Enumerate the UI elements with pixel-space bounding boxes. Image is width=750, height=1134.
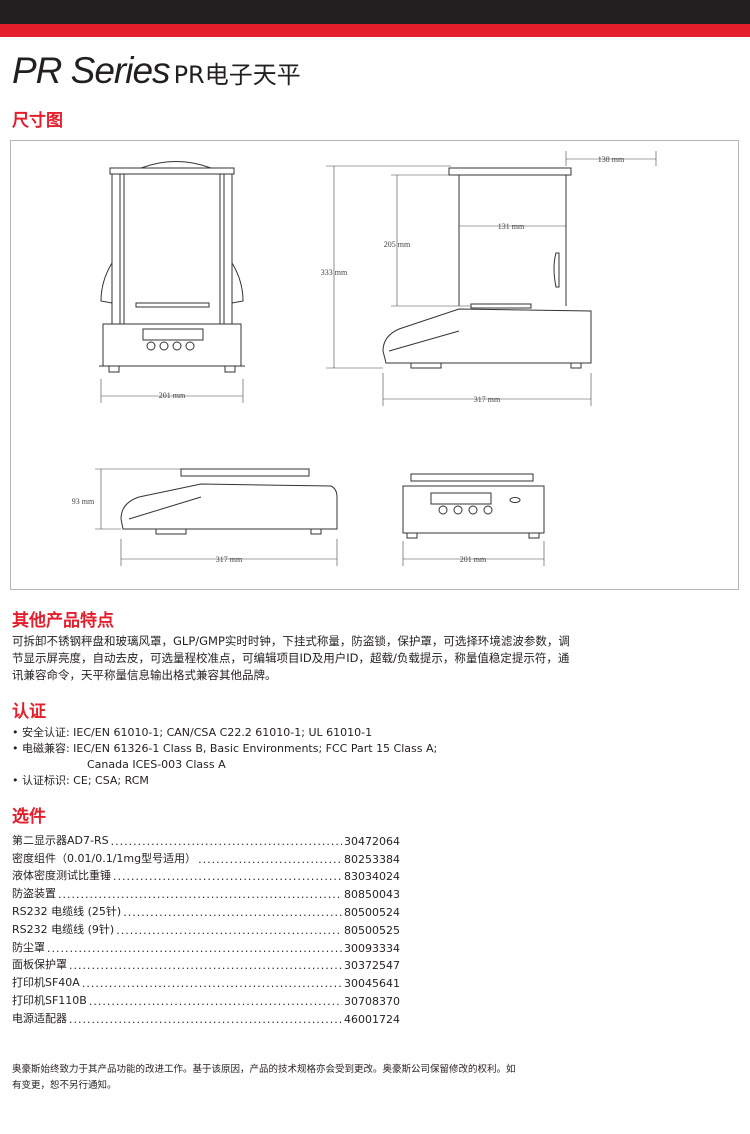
option-label: RS232 电缆线 (9针) [12, 922, 115, 936]
dimension-drawings: 201 mm 333 mm 205 mm 138 mm 131 mm 317 m… [10, 140, 739, 590]
dim-side-total-height: 333 mm [321, 268, 348, 277]
option-label: RS232 电缆线 (25针) [12, 904, 122, 918]
dim-side-depth: 317 mm [474, 395, 501, 404]
title-chinese: PR电子天平 [173, 61, 301, 89]
header-red-bar [0, 24, 750, 37]
option-number: 80850043 [344, 888, 400, 902]
list-item: 第二显示器AD7-RS 30472064 [12, 830, 400, 848]
leader-dots [69, 1013, 342, 1026]
cert-marks: • 认证标识: CE; CSA; RCM [12, 774, 149, 787]
dim-front-width: 201 mm [159, 391, 186, 400]
dimension-drawings-svg: 201 mm 333 mm 205 mm 138 mm 131 mm 317 m… [72, 151, 657, 566]
option-label: 液体密度测试比重锤 [12, 869, 111, 883]
option-label: 防尘罩 [12, 940, 45, 954]
list-item: RS232 电缆线 (9针) 80500525 [12, 919, 400, 937]
dim-nodraft-front-width: 201 mm [460, 555, 487, 564]
option-number: 80500524 [344, 905, 400, 919]
option-label: 打印机SF40A [12, 976, 80, 990]
option-label: 防盗装置 [12, 887, 56, 901]
leader-dots [111, 835, 342, 848]
option-number: 30472064 [344, 834, 400, 848]
option-label: 密度组件（0.01/0.1/1mg型号适用） [12, 851, 197, 865]
list-item: 打印机SF110B 30708370 [12, 990, 400, 1008]
section-title-options: 选件 [12, 807, 46, 827]
list-item: RS232 电缆线 (25针) 80500524 [12, 901, 400, 919]
leader-dots [82, 977, 342, 990]
option-number: 30708370 [344, 994, 400, 1008]
leader-dots [69, 959, 342, 972]
leader-dots [198, 853, 342, 866]
option-number: 80253384 [344, 852, 400, 866]
list-item: 防盗装置 80850043 [12, 883, 400, 902]
cert-emc: • 电磁兼容: IEC/EN 61326-1 Class B, Basic En… [12, 742, 438, 755]
leader-dots [47, 942, 342, 955]
front-view-no-shield [402, 473, 545, 539]
option-label: 第二显示器AD7-RS [12, 833, 109, 847]
options-list: 第二显示器AD7-RS 30472064 密度组件（0.01/0.1/1mg型号适… [12, 830, 400, 1026]
certification-list: • 安全认证: IEC/EN 61010-1; CAN/CSA C22.2 61… [12, 725, 437, 789]
list-item: 面板保护罩 30372547 [12, 955, 400, 973]
dim-nodraft-depth: 317 mm [216, 555, 243, 564]
section-title-certification: 认证 [12, 702, 46, 722]
leader-dots [113, 870, 342, 883]
features-paragraph: 可拆卸不锈钢秤盘和玻璃风罩，GLP/GMP实时时钟，下挂式称量，防盗锁，保护罩，… [12, 634, 570, 682]
front-view-balance [99, 161, 245, 373]
list-item: 液体密度测试比重锤 83034024 [12, 866, 400, 884]
footer-disclaimer: 奥豪斯始终致力于其产品功能的改进工作。基于该原因，产品的技术规格亦会受到更改。奥… [12, 1064, 516, 1091]
section-title-features: 其他产品特点 [12, 611, 114, 631]
section-title-dimensions: 尺寸图 [12, 111, 63, 131]
list-item: 密度组件（0.01/0.1/1mg型号适用） 80253384 [12, 848, 400, 866]
option-number: 46001724 [344, 1012, 400, 1026]
list-item: 打印机SF40A 30045641 [12, 972, 400, 991]
option-label: 打印机SF110B [12, 993, 87, 1007]
option-number: 30372547 [344, 959, 400, 973]
dim-side-inner-width: 131 mm [498, 222, 525, 231]
list-item: 电源适配器 46001724 [12, 1008, 400, 1026]
leader-dots [89, 995, 342, 1008]
side-view-balance [382, 167, 592, 369]
option-label: 电源适配器 [12, 1011, 67, 1025]
leader-dots [116, 924, 342, 937]
cert-emc-continued: Canada ICES-003 Class A [87, 758, 226, 771]
list-item: 防尘罩 30093334 [12, 937, 400, 955]
option-number: 80500525 [344, 923, 400, 937]
leader-dots [58, 888, 342, 901]
option-number: 30093334 [344, 941, 400, 955]
dim-nodraft-height: 93 mm [72, 497, 95, 506]
option-number: 30045641 [344, 977, 400, 991]
cert-safety: • 安全认证: IEC/EN 61010-1; CAN/CSA C22.2 61… [12, 726, 373, 739]
leader-dots [123, 906, 342, 919]
side-view-no-shield [120, 468, 338, 535]
title-english: PR Series [12, 50, 171, 91]
dim-side-top-width: 138 mm [598, 155, 625, 164]
option-number: 83034024 [344, 870, 400, 884]
dim-side-chamber-height: 205 mm [384, 240, 411, 249]
option-label: 面板保护罩 [12, 958, 67, 972]
header-dark-bar [0, 0, 750, 24]
